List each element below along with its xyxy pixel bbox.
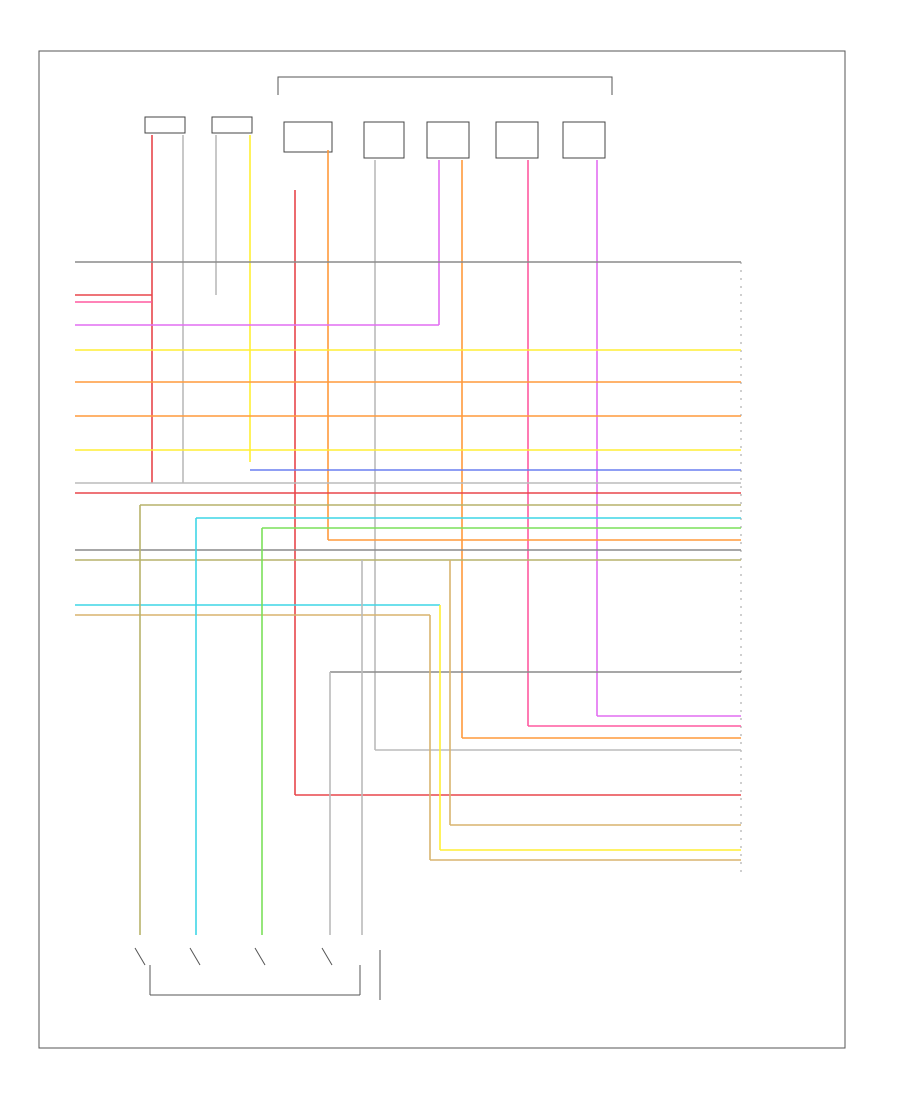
diagram-frame [38,50,846,1049]
left-component-2 [211,116,253,134]
right-group-bracket [277,76,613,95]
solenoid-1 [426,121,470,159]
left-component-1 [144,116,186,134]
solenoid-3 [562,121,606,159]
wires-horizontal [75,261,741,861]
range-sensor-switches [134,947,381,1000]
wires-vertical [151,135,598,795]
temperature-sensor [283,121,333,153]
pressure-switch [363,121,405,159]
wires-bottom [139,505,451,935]
solenoid-2 [495,121,539,159]
